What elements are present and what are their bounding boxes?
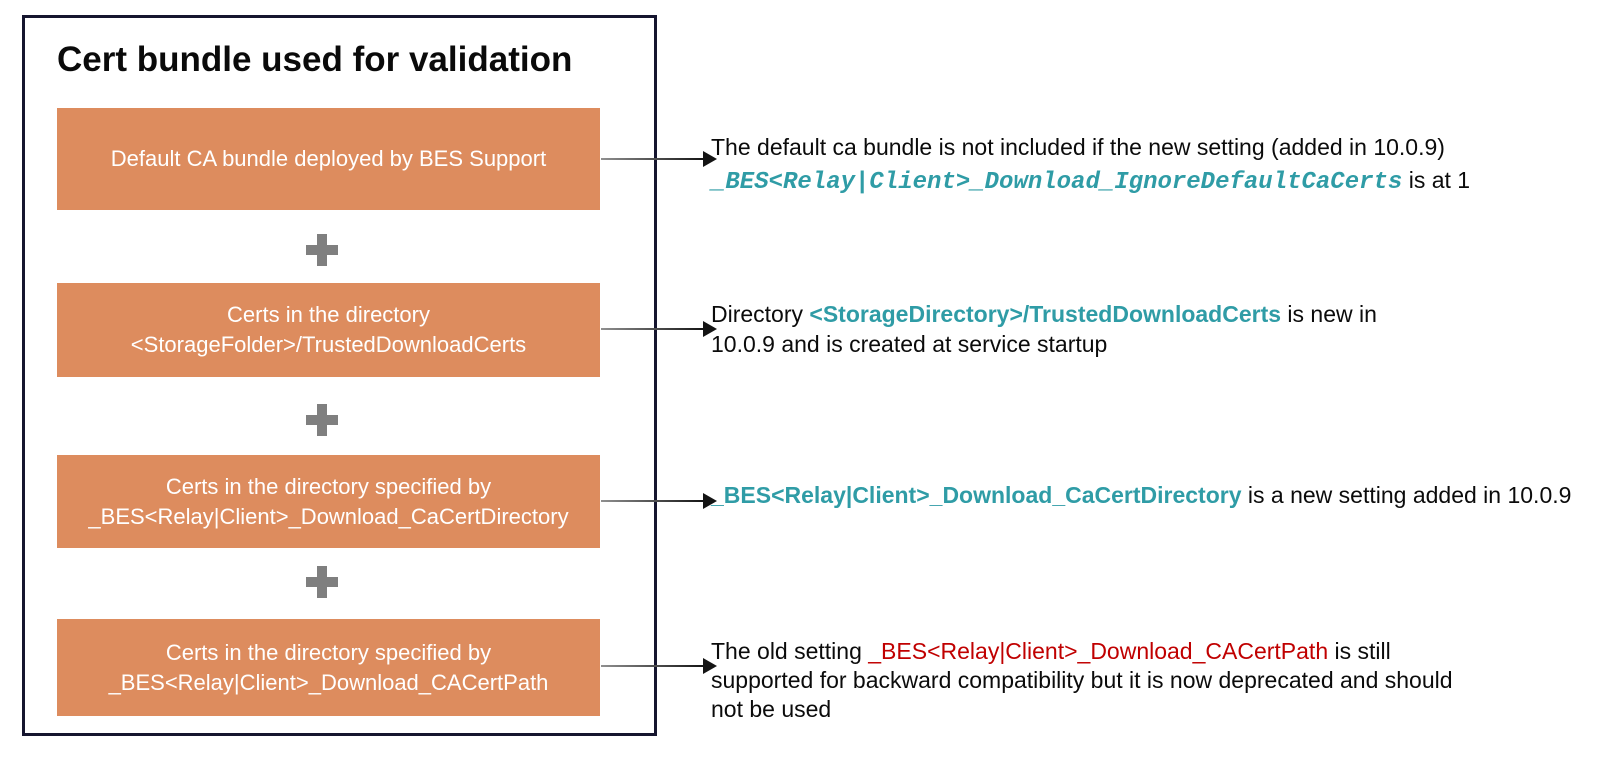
connector-arrow-default-ca — [601, 151, 717, 167]
box-default-ca-bundle: Default CA bundle deployed by BES Suppor… — [57, 108, 600, 210]
annotation-cacert-directory: _BES<Relay|Client>_Download_CaCertDirect… — [711, 481, 1571, 510]
annotation-text: is a new setting added in 10.0.9 — [1241, 482, 1572, 508]
setting-highlight-cacert-directory: _BES<Relay|Client>_Download_CaCertDirect… — [711, 482, 1242, 508]
box-line: Default CA bundle deployed by BES Suppor… — [110, 146, 547, 171]
box-line: <StorageFolder>/TrustedDownloadCerts — [130, 332, 527, 357]
connector-arrow-cacert-path — [601, 658, 717, 674]
arrow-head-icon — [703, 493, 717, 509]
box-line: _BES<Relay|Client>_Download_CaCertDirect… — [88, 503, 569, 529]
arrow-shaft — [601, 665, 704, 667]
annotation-cacert-path: The old setting _BES<Relay|Client>_Downl… — [711, 637, 1453, 724]
plus-icon — [306, 234, 338, 266]
annotation-text: is at 1 — [1402, 167, 1471, 193]
connector-arrow-trusted-certs — [601, 321, 717, 337]
plus-icon — [306, 566, 338, 598]
plus-icon-bar — [317, 404, 327, 436]
annotation-text: The default ca bundle is not included if… — [711, 134, 1445, 160]
arrow-shaft — [601, 328, 704, 330]
box-line: _BES<Relay|Client>_Download_CACertPath — [108, 669, 549, 695]
setting-code-ignore-default-cacerts: _BES<Relay|Client>_Download_IgnoreDefaul… — [711, 169, 1403, 196]
arrow-head-icon — [703, 151, 717, 167]
annotation-trusted-certs: Directory <StorageDirectory>/TrustedDown… — [711, 299, 1377, 359]
arrow-head-icon — [703, 658, 717, 674]
diagram-title: Cert bundle used for validation — [57, 40, 573, 79]
plus-icon-bar — [317, 234, 327, 266]
annotation-text: not be used — [711, 696, 832, 722]
plus-icon — [306, 404, 338, 436]
box-trusted-download-certs: Certs in the directory <StorageFolder>/T… — [57, 283, 600, 377]
box-cacert-directory: Certs in the directory specified by _BES… — [57, 455, 600, 548]
connector-arrow-cacert-directory — [601, 493, 717, 509]
annotation-text: The old setting — [711, 638, 869, 664]
annotation-default-ca: The default ca bundle is not included if… — [711, 131, 1470, 199]
annotation-text: 10.0.9 and is created at service startup — [711, 331, 1108, 357]
arrow-shaft — [601, 500, 704, 502]
arrow-head-icon — [703, 321, 717, 337]
arrow-shaft — [601, 158, 704, 160]
box-cacert-path: Certs in the directory specified by _BES… — [57, 619, 600, 716]
box-line: Certs in the directory specified by — [165, 473, 492, 499]
annotation-text: is new in — [1281, 301, 1377, 327]
plus-icon-bar — [317, 566, 327, 598]
annotation-text: is still — [1328, 638, 1391, 664]
deprecated-setting-cacert-path: _BES<Relay|Client>_Download_CACertPath — [868, 638, 1329, 664]
box-line: Certs in the directory specified by — [165, 639, 492, 665]
directory-highlight: <StorageDirectory>/TrustedDownloadCerts — [809, 301, 1282, 327]
annotation-text: Directory — [711, 301, 810, 327]
annotation-text: supported for backward compatibility but… — [711, 667, 1453, 693]
box-line: Certs in the directory — [227, 302, 430, 327]
